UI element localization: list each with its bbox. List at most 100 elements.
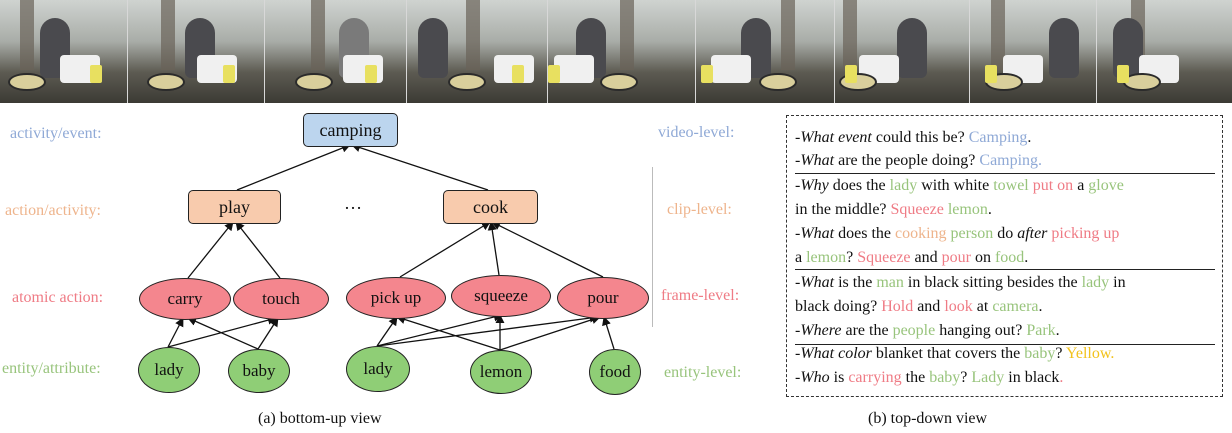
separator bbox=[795, 173, 1215, 174]
text: . bbox=[1024, 249, 1029, 266]
level-label-frame: frame-level: bbox=[661, 287, 740, 304]
frame-person bbox=[897, 18, 927, 78]
text: a bbox=[795, 249, 807, 266]
action-text: Hold bbox=[881, 298, 914, 315]
video-frame bbox=[970, 0, 1097, 103]
frame-cup bbox=[512, 65, 524, 83]
text: ? bbox=[960, 369, 972, 386]
text: in black sitting besides the bbox=[903, 274, 1082, 291]
edge-arrow bbox=[235, 221, 281, 279]
frame-tree bbox=[620, 0, 634, 70]
frame-person bbox=[1049, 18, 1079, 78]
text: . bbox=[1059, 369, 1064, 386]
action-text: Squeeze bbox=[857, 249, 911, 266]
text: . bbox=[987, 201, 992, 218]
wh-word: What color bbox=[800, 345, 872, 362]
wh-word: Where bbox=[800, 322, 842, 339]
entity-text: man bbox=[876, 274, 904, 291]
activity-text: cooking bbox=[894, 225, 947, 242]
node-pour: pour bbox=[557, 277, 649, 319]
question-line-clip-2a: -What does the cooking person do after p… bbox=[795, 224, 1119, 244]
text: are the bbox=[841, 322, 893, 339]
frame-cloth bbox=[343, 55, 383, 83]
frame-tree bbox=[991, 0, 1005, 70]
frame-cup bbox=[90, 65, 102, 83]
node-lady-2: lady bbox=[346, 346, 410, 392]
question-line-video-1: -What event could this be? Camping. bbox=[795, 128, 1031, 148]
video-frame bbox=[835, 0, 970, 103]
answer-text: Camping bbox=[968, 129, 1028, 146]
frame-tree bbox=[311, 0, 325, 70]
level-label-activity: activity/event: bbox=[10, 125, 102, 142]
text: . bbox=[1055, 322, 1060, 339]
video-frame bbox=[696, 0, 835, 103]
text: - bbox=[795, 345, 801, 362]
edge-arrow bbox=[396, 315, 501, 351]
question-line-clip-1a: -Why does the lady with white towel put … bbox=[795, 176, 1124, 196]
bottom-up-diagram: activity/event: action/activity: atomic … bbox=[0, 105, 760, 405]
text: blanket that covers the bbox=[871, 345, 1025, 362]
text: hanging out? bbox=[935, 322, 1027, 339]
action-text: pour bbox=[941, 249, 971, 266]
frame-cup bbox=[701, 65, 713, 83]
entity-text: people bbox=[892, 322, 936, 339]
separator bbox=[795, 344, 1215, 345]
level-label-video: video-level: bbox=[658, 124, 735, 141]
entity-text: glove bbox=[1088, 177, 1124, 194]
text: in bbox=[1109, 274, 1126, 291]
frame-plate bbox=[759, 73, 797, 91]
action-text: look bbox=[944, 298, 973, 315]
edge-arrow bbox=[376, 313, 599, 347]
text: . bbox=[1027, 129, 1032, 146]
text: - bbox=[795, 225, 801, 242]
entity-text: Lady bbox=[971, 369, 1005, 386]
edge-arrow bbox=[257, 317, 279, 350]
edge-arrow bbox=[187, 221, 234, 279]
edge-arrow bbox=[187, 317, 259, 350]
entity-text: baby bbox=[1024, 345, 1056, 362]
text: in black bbox=[1004, 369, 1060, 386]
vertical-divider bbox=[652, 167, 653, 327]
edge-arrow bbox=[167, 317, 184, 348]
text: - bbox=[795, 177, 801, 194]
text: on bbox=[970, 249, 995, 266]
frame-cloth bbox=[554, 55, 594, 83]
edge-arrow bbox=[236, 143, 351, 191]
frame-plate bbox=[147, 73, 185, 91]
node-pickup: pick up bbox=[346, 277, 446, 319]
video-frame bbox=[1097, 0, 1232, 103]
video-frame bbox=[128, 0, 265, 103]
entity-text: person bbox=[950, 225, 994, 242]
frame-cup bbox=[845, 65, 857, 83]
text: - bbox=[795, 152, 801, 169]
frame-plate bbox=[600, 73, 638, 91]
entity-text: lady bbox=[1081, 274, 1110, 291]
edge-arrow bbox=[499, 315, 601, 351]
level-label-action: action/activity: bbox=[5, 202, 101, 219]
caption-bottom-up: (a) bottom-up view bbox=[258, 410, 382, 427]
video-frame bbox=[0, 0, 128, 103]
entity-text: Park bbox=[1026, 322, 1056, 339]
text: - bbox=[795, 274, 801, 291]
text: the bbox=[901, 369, 930, 386]
action-text: Squeeze bbox=[890, 201, 944, 218]
question-line-clip-1b: in the middle? Squeeze lemon. bbox=[795, 200, 992, 220]
text: black doing? bbox=[795, 298, 882, 315]
frame-cup bbox=[548, 65, 560, 83]
node-touch: touch bbox=[233, 278, 329, 320]
text: ? bbox=[846, 249, 858, 266]
frame-cloth bbox=[711, 55, 751, 83]
frame-cup bbox=[223, 65, 235, 83]
level-label-entity: entity-level: bbox=[664, 364, 742, 381]
separator bbox=[795, 269, 1215, 270]
video-frame bbox=[265, 0, 407, 103]
question-box: -What event could this be? Camping. -Wha… bbox=[786, 115, 1223, 397]
action-text: carrying bbox=[848, 369, 902, 386]
text: do bbox=[993, 225, 1018, 242]
text: with white bbox=[917, 177, 994, 194]
entity-text: lemon bbox=[806, 249, 847, 266]
entity-text: baby bbox=[929, 369, 961, 386]
level-label-clip: clip-level: bbox=[667, 201, 732, 218]
text: a bbox=[1073, 177, 1089, 194]
node-lemon: lemon bbox=[470, 350, 532, 394]
